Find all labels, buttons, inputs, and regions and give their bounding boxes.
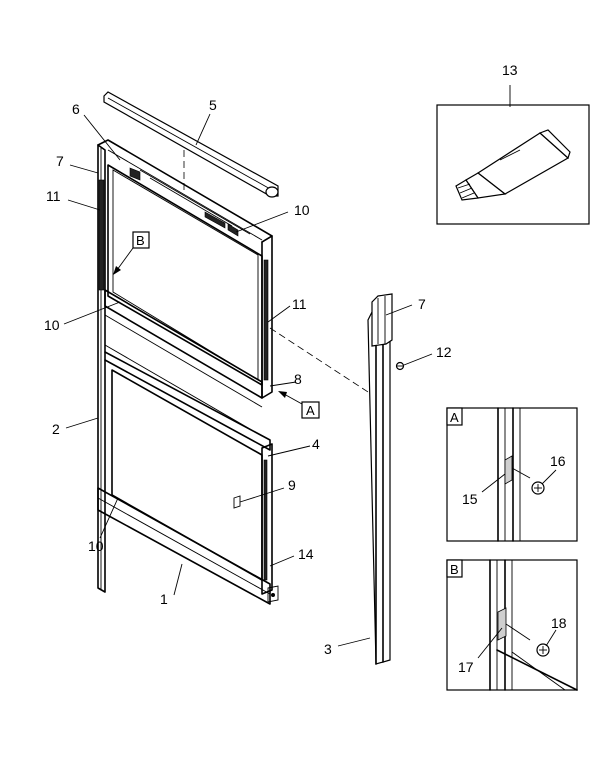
callout-10c: 10 — [88, 538, 104, 554]
mid-rail — [104, 289, 263, 399]
bottom-rail — [97, 487, 271, 605]
stile-top-profile — [371, 293, 393, 347]
screw-icon — [536, 643, 550, 657]
view-a-pointer — [278, 391, 320, 419]
callout-10a: 10 — [294, 202, 310, 218]
detail-b-box — [446, 559, 578, 691]
callout-15: 15 — [462, 491, 478, 507]
lower-glass-panel — [111, 369, 263, 581]
callout-10b: 10 — [44, 317, 60, 333]
callout-14: 14 — [298, 546, 314, 562]
sealant-tube-icon — [455, 129, 571, 201]
callout-16: 16 — [550, 453, 566, 469]
screw-icon — [531, 481, 545, 495]
callout-12: 12 — [436, 344, 452, 360]
sealant-tube-box — [436, 104, 590, 225]
callout-1: 1 — [160, 591, 168, 607]
callout-6: 6 — [72, 101, 80, 117]
vertical-stile-part — [367, 293, 393, 665]
callout-7b: 7 — [418, 296, 426, 312]
callout-8: 8 — [294, 371, 302, 387]
glazing-strip-left — [98, 179, 105, 291]
callout-4: 4 — [312, 436, 320, 452]
detail-a-label: A — [450, 410, 459, 425]
callout-labels: 5 6 7 11 10 10 11 13 7 12 8 2 4 9 10 14 … — [44, 62, 567, 675]
callout-13: 13 — [502, 62, 518, 78]
view-b-pointer — [113, 231, 150, 275]
callout-5: 5 — [209, 97, 217, 113]
view-letters: B A A B — [136, 233, 459, 577]
detail-b-label: B — [450, 562, 459, 577]
callout-11b: 11 — [292, 296, 307, 312]
callout-7a: 7 — [56, 153, 64, 169]
callout-17: 17 — [458, 659, 474, 675]
callout-11a: 11 — [46, 188, 61, 204]
screw-icon — [395, 361, 405, 371]
top-channel-part — [103, 91, 279, 198]
door-assembly — [97, 139, 279, 605]
callout-9: 9 — [288, 477, 296, 493]
view-b-pointer-label: B — [136, 233, 145, 248]
view-a-pointer-label: A — [306, 403, 315, 418]
callout-2: 2 — [52, 421, 60, 437]
detail-a-box — [446, 407, 578, 542]
glazing-channel-icon — [103, 91, 279, 197]
left-stile — [97, 144, 106, 593]
callout-18: 18 — [551, 615, 567, 631]
leader-lines — [63, 85, 557, 659]
callout-3: 3 — [324, 641, 332, 657]
